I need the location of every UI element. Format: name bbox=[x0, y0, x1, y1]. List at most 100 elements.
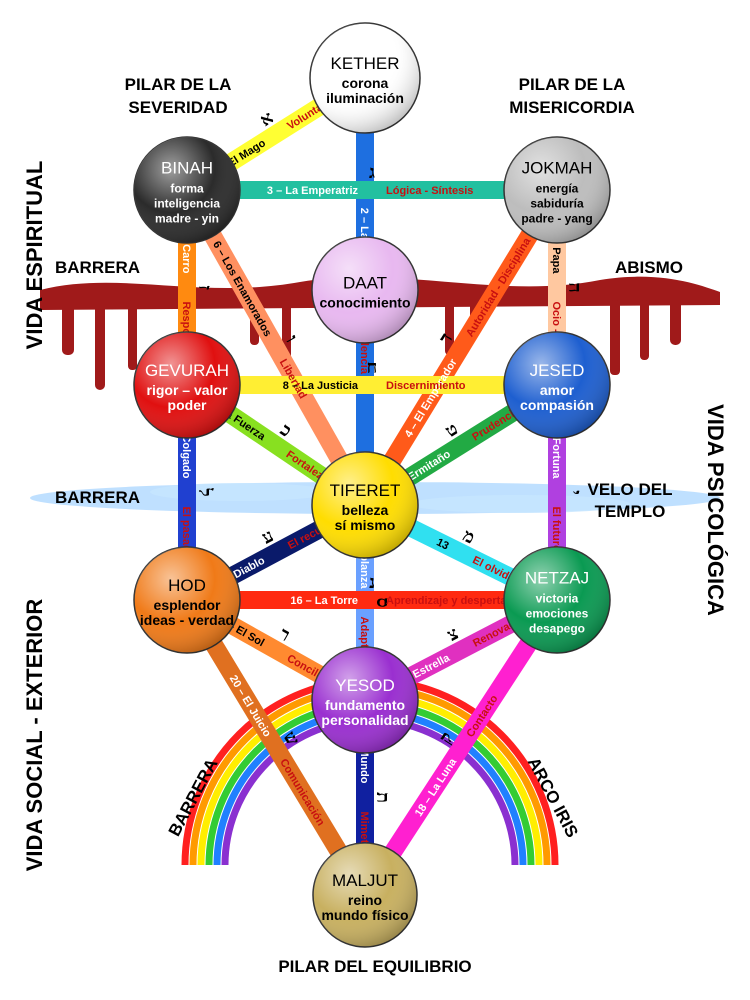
sefira-tiferet-line-2: sí mismo bbox=[335, 517, 396, 533]
abismo-label: ABISMO bbox=[615, 258, 683, 277]
sefirot-layer: KETHER coronailuminaciónBINAHformaintelig… bbox=[133, 22, 611, 948]
sefira-gevurah-line-2: poder bbox=[168, 397, 207, 413]
path-16-number-label: 16 – La Torre bbox=[290, 595, 358, 607]
sefira-maljut-name: MALJUT bbox=[332, 871, 398, 890]
vida-psicologica-label: VIDA PSICOLÓGICA bbox=[703, 404, 728, 616]
path-16-hebrew-letter: נ bbox=[369, 572, 375, 593]
sefira-maljut-line-1: reino bbox=[348, 892, 382, 908]
path-16-labels: 16 – La Torre Aprendizaje y despertar נ bbox=[290, 572, 511, 607]
path-18-number-label: 18 – La Luna bbox=[413, 756, 460, 819]
sefira-gevurah-sheen bbox=[134, 332, 240, 438]
sefira-yesod-name: YESOD bbox=[335, 676, 395, 695]
path-7-hebrew-letter: ז bbox=[194, 285, 215, 290]
path-11-hebrew-letter: כ bbox=[276, 419, 295, 441]
path-18 bbox=[357, 595, 565, 900]
path-17-hebrew-letter: צ bbox=[444, 623, 462, 646]
path-3-labels: 3 – La Emperatriz Lógica - Síntesis ג bbox=[267, 162, 474, 197]
path-8-number-label: 8 – La Justicia bbox=[283, 380, 359, 392]
sefira-binah-line-3: madre - yin bbox=[155, 212, 219, 226]
sefira-kether-name: KETHER bbox=[331, 54, 400, 73]
sefira-jesed-sheen bbox=[504, 332, 610, 438]
path-16-quality-label: Aprendizaje y despertar bbox=[386, 595, 511, 607]
sefira-tiferet-name: TIFERET bbox=[330, 481, 401, 500]
path-13-hebrew-letter: מ bbox=[459, 525, 478, 549]
sefira-jokmah-line-3: padre - yang bbox=[521, 212, 592, 226]
sefira-binah-sheen bbox=[134, 137, 240, 243]
sefira-maljut-line-2: mundo físico bbox=[321, 907, 408, 923]
sefira-yesod-line-2: personalidad bbox=[321, 712, 408, 728]
vida-social-label: VIDA SOCIAL - EXTERIOR bbox=[22, 599, 47, 872]
path-6 bbox=[179, 185, 373, 510]
path-14-hebrew-letter: ס bbox=[372, 597, 393, 607]
sefira-yesod-line-1: fundamento bbox=[325, 697, 405, 713]
sefira-tiferet-sheen bbox=[312, 452, 418, 558]
sefira-netzaj-line-1: victoria bbox=[536, 592, 579, 606]
sefira-jesed-name: JESED bbox=[530, 361, 585, 380]
path-20-quality-label: Comunicación bbox=[277, 757, 327, 828]
sefira-jesed-line-1: amor bbox=[540, 382, 575, 398]
path-8-hebrew-letter: ח bbox=[367, 357, 378, 378]
sefira-maljut-sheen bbox=[313, 843, 417, 947]
velo-line1: VELO DEL bbox=[587, 480, 672, 499]
path-12-quality-label: El pasado bbox=[180, 507, 192, 559]
sefira-hod-line-1: esplendor bbox=[154, 597, 221, 613]
path-3-number-label: 3 – La Emperatriz bbox=[267, 185, 359, 197]
path-20-number-label: 20 – El Juicio bbox=[227, 673, 273, 739]
sefira-jokmah-line-2: sabiduría bbox=[530, 197, 584, 211]
pilar-misericordia-line2: MISERICORDIA bbox=[509, 98, 635, 117]
velo-line2: TEMPLO bbox=[595, 502, 666, 521]
sefira-yesod-sheen bbox=[312, 647, 418, 753]
sefira-jokmah-sheen bbox=[504, 137, 610, 243]
sefira-jokmah-line-1: energía bbox=[536, 182, 579, 196]
pilar-severidad-line2: SEVERIDAD bbox=[128, 98, 227, 117]
pilar-equilibrio: PILAR DEL EQUILIBRIO bbox=[278, 957, 471, 976]
path-4 bbox=[357, 185, 565, 510]
sefira-daat-name: DAAT bbox=[343, 274, 387, 293]
sefira-gevurah-line-1: rigor – valor bbox=[147, 382, 228, 398]
sefira-kether-line-1: corona bbox=[342, 75, 389, 91]
path-10-quality-label: El futuro bbox=[550, 507, 562, 552]
sefira-binah-line-2: inteligencia bbox=[154, 197, 220, 211]
pilar-severidad-line1: PILAR DE LA bbox=[125, 75, 232, 94]
path-5-hebrew-letter: ה bbox=[564, 282, 585, 292]
sefira-kether-sheen bbox=[310, 23, 420, 133]
barrera-top-label: BARRERA bbox=[55, 258, 140, 277]
sefira-gevurah-name: GEVURAH bbox=[145, 361, 229, 380]
sefira-netzaj-line-2: emociones bbox=[526, 607, 589, 621]
sefira-daat: DAAT conocimiento bbox=[311, 236, 419, 344]
path-12-hebrew-letter: ל bbox=[194, 487, 215, 496]
sefira-tiferet-line-1: belleza bbox=[342, 502, 389, 518]
sefira-daat-sheen bbox=[312, 237, 418, 343]
path-13-number-label: 13 bbox=[434, 536, 450, 552]
vida-espiritual-label: VIDA ESPIRITUAL bbox=[22, 161, 47, 350]
sefira-netzaj-name: NETZAJ bbox=[525, 569, 589, 588]
sefira-kether-line-2: iluminación bbox=[326, 90, 404, 106]
sefira-hod-sheen bbox=[134, 547, 240, 653]
path-3-hebrew-letter: ג bbox=[369, 162, 375, 183]
path-3-quality-label: Lógica - Síntesis bbox=[386, 185, 473, 197]
path-15-hebrew-letter: ע bbox=[258, 525, 277, 548]
sefira-netzaj-line-3: desapego bbox=[529, 622, 585, 636]
sefira-jokmah-name: JOKMAH bbox=[522, 159, 593, 178]
sefira-hod-line-2: ideas - verdad bbox=[140, 612, 234, 628]
path-10-hebrew-letter: י bbox=[564, 490, 585, 495]
path-19-hebrew-letter: ר bbox=[276, 623, 294, 646]
sefira-daat-line-1: conocimiento bbox=[319, 295, 410, 311]
barrera-mid-label: BARRERA bbox=[55, 488, 140, 507]
path-21-hebrew-letter: ת bbox=[372, 792, 393, 803]
sefira-jesed-line-2: compasión bbox=[520, 397, 594, 413]
sefira-hod-name: HOD bbox=[168, 576, 206, 595]
path-20 bbox=[179, 595, 373, 900]
pilar-misericordia-line1: PILAR DE LA bbox=[519, 75, 626, 94]
